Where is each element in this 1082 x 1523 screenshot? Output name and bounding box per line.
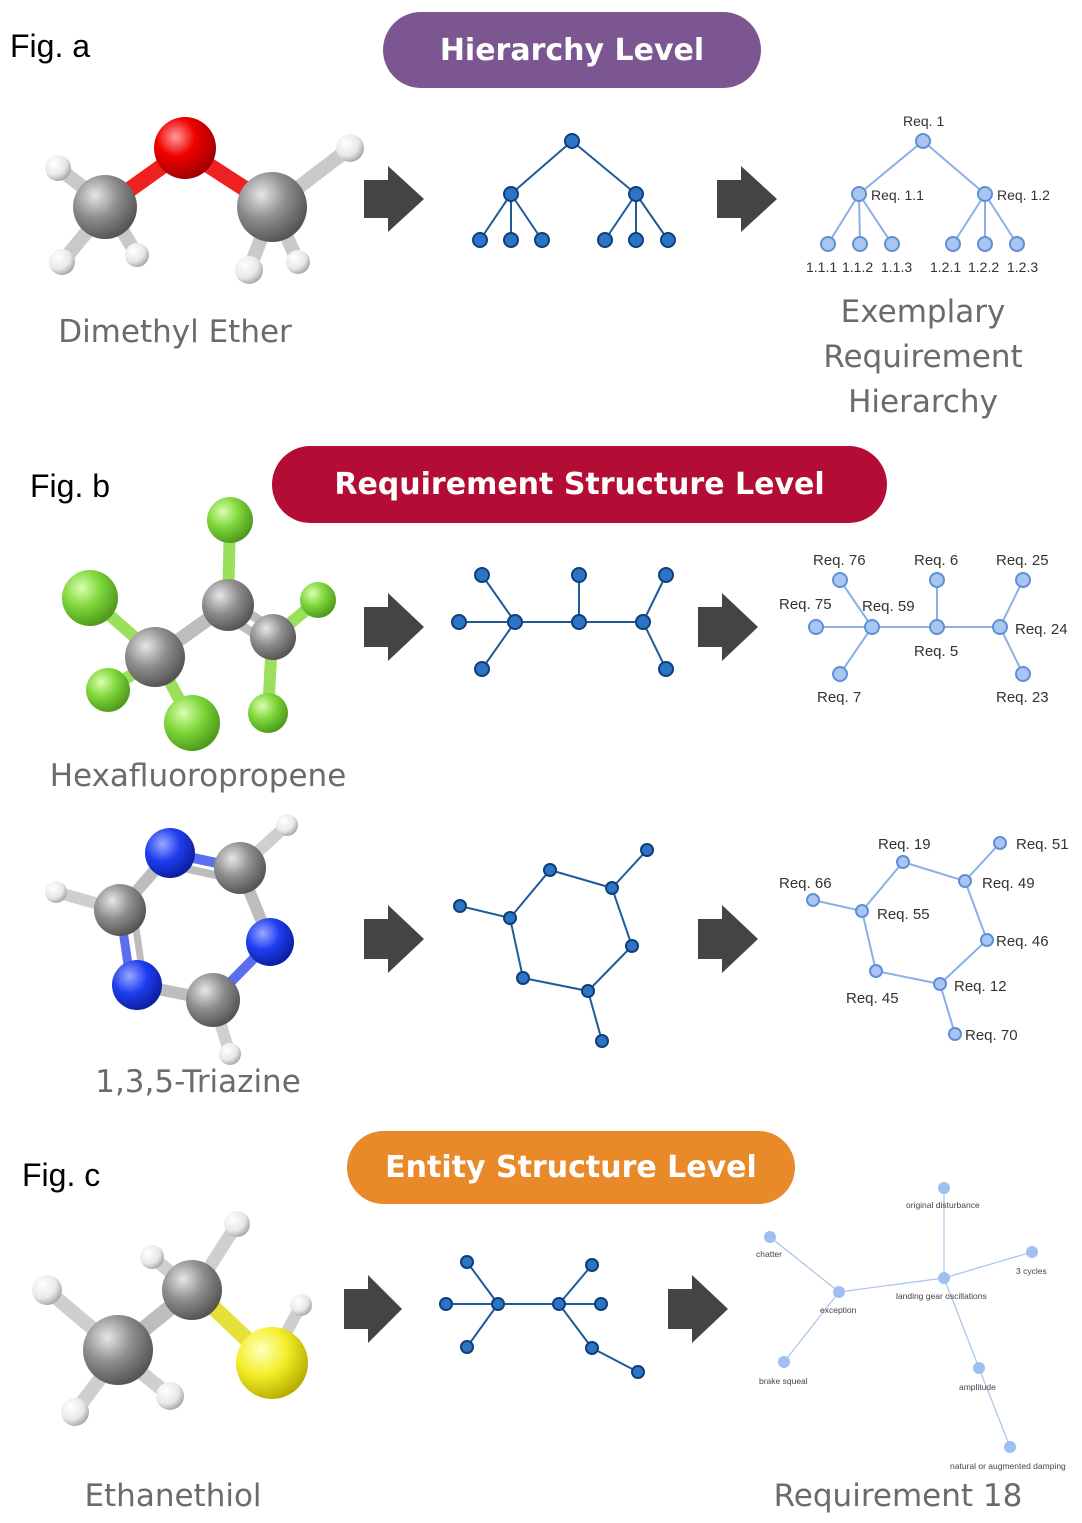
graph-label: Req. 66 bbox=[779, 875, 832, 892]
arrow-icon bbox=[698, 593, 758, 661]
entity-label: exception bbox=[820, 1305, 857, 1315]
arrow-icon bbox=[364, 905, 424, 973]
entity-label: brake squeal bbox=[759, 1376, 808, 1386]
entity-structure-banner: Entity Structure Level bbox=[347, 1131, 795, 1204]
arrow-icon bbox=[344, 1275, 402, 1343]
fig-b-label: Fig. b bbox=[30, 468, 111, 504]
fig-c-label: Fig. c bbox=[22, 1157, 101, 1193]
graph-label: Req. 7 bbox=[817, 689, 861, 706]
entity-structure-graph: original disturbance chatter 3 cycles la… bbox=[756, 1182, 1066, 1471]
caption-line-2: Requirement bbox=[823, 339, 1023, 375]
tree-label: Req. 1 bbox=[903, 113, 944, 129]
graph-label: Req. 23 bbox=[996, 689, 1049, 706]
arrow-icon bbox=[364, 166, 424, 232]
graph-label: Req. 12 bbox=[954, 978, 1007, 995]
tree-label: 1.1.2 bbox=[842, 259, 873, 275]
fig-a-label: Fig. a bbox=[10, 28, 91, 64]
arrow-icon bbox=[364, 593, 424, 661]
graph-label: Req. 5 bbox=[914, 643, 958, 660]
hierarchy-level-banner: Hierarchy Level bbox=[383, 12, 761, 88]
entity-label: chatter bbox=[756, 1249, 782, 1259]
requirement-hierarchy-tree: Req. 1 Req. 1.1 Req. 1.2 1.1.1 1.1.2 1.1… bbox=[806, 113, 1050, 275]
graph-label: Req. 49 bbox=[982, 875, 1035, 892]
abstract-entity-graph bbox=[439, 1255, 645, 1379]
graph-label: Req. 45 bbox=[846, 990, 899, 1007]
abstract-structure-graph-2 bbox=[453, 843, 654, 1048]
entity-label: landing gear oscillations bbox=[896, 1291, 987, 1301]
dimethyl-ether-caption: Dimethyl Ether bbox=[58, 314, 292, 350]
tree-label: 1.2.1 bbox=[930, 259, 961, 275]
requirement-structure-banner: Requirement Structure Level bbox=[272, 446, 887, 523]
exemplary-hierarchy-caption: Exemplary Requirement Hierarchy bbox=[790, 290, 1056, 425]
requirement-18-caption: Requirement 18 bbox=[773, 1478, 1023, 1514]
triazine-molecule bbox=[45, 814, 298, 1065]
tree-label: 1.2.3 bbox=[1007, 259, 1038, 275]
requirement-structure-graph-1: Req. 76 Req. 6 Req. 25 Req. 75 Req. 59 R… bbox=[779, 552, 1068, 706]
triazine-caption: 1,3,5-Triazine bbox=[95, 1064, 301, 1100]
graph-label: Req. 6 bbox=[914, 552, 958, 569]
dimethyl-ether-molecule bbox=[45, 117, 364, 284]
hexafluoropropene-molecule bbox=[62, 497, 336, 751]
tree-label: 1.2.2 bbox=[968, 259, 999, 275]
tree-label: Req. 1.2 bbox=[997, 187, 1050, 203]
entity-label: original disturbance bbox=[906, 1200, 980, 1210]
tree-label: 1.1.3 bbox=[881, 259, 912, 275]
caption-line-3: Hierarchy bbox=[848, 384, 998, 420]
requirement-structure-graph-2: Req. 19 Req. 51 Req. 66 Req. 49 Req. 55 … bbox=[779, 836, 1069, 1044]
entity-label: amplitude bbox=[959, 1382, 996, 1392]
arrow-icon bbox=[668, 1275, 728, 1343]
graph-label: Req. 70 bbox=[965, 1027, 1018, 1044]
graph-label: Req. 25 bbox=[996, 552, 1049, 569]
tree-label: 1.1.1 bbox=[806, 259, 837, 275]
graph-label: Req. 51 bbox=[1016, 836, 1069, 853]
arrow-icons bbox=[344, 166, 777, 1343]
ethanethiol-molecule bbox=[32, 1211, 312, 1426]
graph-label: Req. 76 bbox=[813, 552, 866, 569]
abstract-structure-graph-1 bbox=[451, 567, 674, 677]
tree-label: Req. 1.1 bbox=[871, 187, 924, 203]
graph-label: Req. 46 bbox=[996, 933, 1049, 950]
graph-label: Req. 55 bbox=[877, 906, 930, 923]
ethanethiol-caption: Ethanethiol bbox=[84, 1478, 262, 1514]
graph-label: Req. 24 bbox=[1015, 621, 1068, 638]
arrow-icon bbox=[698, 905, 758, 973]
graph-label: Req. 19 bbox=[878, 836, 931, 853]
graph-label: Req. 59 bbox=[862, 598, 915, 615]
entity-label: 3 cycles bbox=[1016, 1266, 1047, 1276]
caption-line-1: Exemplary bbox=[840, 294, 1006, 330]
entity-label: natural or augmented damping bbox=[950, 1461, 1066, 1471]
hexafluoropropene-caption: Hexafluoropropene bbox=[49, 758, 347, 794]
graph-label: Req. 75 bbox=[779, 596, 832, 613]
arrow-icon bbox=[717, 166, 777, 232]
abstract-hierarchy-tree bbox=[472, 133, 676, 248]
